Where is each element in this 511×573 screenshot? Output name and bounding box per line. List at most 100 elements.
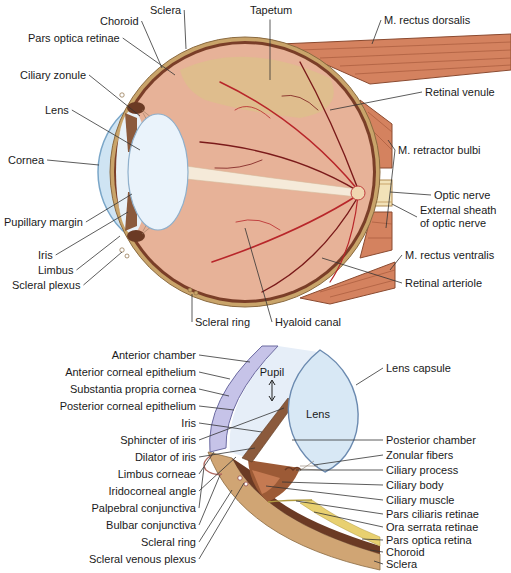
part-label: Retinal arteriole (405, 277, 482, 290)
part-label: Scleral venous plexus (89, 553, 196, 566)
leader-line (296, 470, 383, 471)
part-label: Scleral ring (195, 316, 250, 329)
part-label: External sheath of optic nerve (420, 204, 508, 230)
part-label: Posterior corneal epithelium (60, 400, 196, 413)
scleral-plexus (120, 93, 129, 258)
ciliary-body (248, 460, 300, 502)
part-label: Retinal venule (425, 86, 495, 99)
leader-line (390, 255, 402, 270)
part-label: Iris (38, 249, 53, 262)
leader-line (388, 140, 395, 150)
leader-line (72, 110, 140, 150)
part-label: Pupil (260, 366, 284, 379)
part-label: Iris (181, 417, 196, 430)
leader-line (245, 228, 272, 322)
leader-line (392, 204, 417, 217)
leader-line (86, 194, 132, 222)
ciliary-body (127, 230, 145, 242)
leader-line (199, 448, 255, 457)
retinal-vessel (200, 62, 358, 292)
part-label: Pars optica retina (386, 534, 472, 547)
hyaloid-canal (186, 166, 358, 197)
leader-line (199, 355, 250, 362)
leader-line (76, 236, 120, 270)
part-label: Lens capsule (386, 362, 451, 375)
leader-line (282, 482, 383, 485)
part-label: Pars ciliaris retinae (386, 508, 479, 521)
part-label: Zonular fibers (386, 449, 453, 462)
part-label: Pupillary margin (4, 216, 83, 229)
part-label: Pars optica retinae (28, 32, 120, 45)
leader-line (199, 452, 214, 474)
part-label: Optic nerve (434, 189, 490, 202)
leader-line (314, 512, 383, 527)
part-label: Anterior chamber (112, 349, 196, 362)
lens (128, 114, 188, 230)
choroid (114, 41, 376, 303)
part-label: Ciliary body (386, 479, 443, 492)
part-label: Scleral ring (141, 536, 196, 549)
leader-line (322, 258, 402, 283)
part-label: Choroid (386, 546, 425, 559)
choroid (232, 458, 380, 554)
leader-line (330, 92, 422, 110)
leader-line (386, 150, 395, 228)
part-label: Scleral plexus (12, 279, 80, 292)
part-label: Limbus corneae (118, 468, 196, 481)
leader-line (199, 423, 262, 432)
part-label: Posterior chamber (386, 434, 476, 447)
part-label: Dilator of iris (135, 451, 196, 464)
part-label: M. retractor bulbi (398, 144, 481, 157)
lens (288, 350, 358, 472)
part-label: Limbus (38, 264, 73, 277)
scleral-ring (188, 288, 198, 295)
leader-line (370, 550, 383, 552)
part-label: Anterior corneal epithelium (65, 366, 196, 379)
leader-line (47, 160, 99, 165)
sclera (110, 37, 380, 307)
part-label: Choroid (100, 15, 139, 28)
leader-line (199, 475, 220, 525)
leader-line (192, 294, 193, 322)
leader-line (199, 372, 230, 379)
pupil-arrow (269, 380, 275, 401)
leader-line (292, 440, 383, 441)
leader-line (199, 490, 232, 542)
leader-line (314, 455, 383, 465)
ciliary-muscle (252, 470, 280, 494)
leader-line (296, 501, 383, 514)
leader-line (266, 486, 383, 500)
leader-line (199, 406, 234, 410)
part-label: Tapetum (250, 4, 292, 17)
part-label: Lens (306, 408, 330, 421)
part-label: Ora serrata retinae (386, 521, 478, 534)
leader-line (184, 10, 186, 49)
part-label: Sclera (150, 4, 181, 17)
part-label: Ciliary zonule (20, 69, 86, 82)
part-label: M. rectus ventralis (405, 249, 494, 262)
optic-disc (351, 186, 365, 200)
part-label: Substantia propria cornea (70, 383, 196, 396)
part-label: Bulbar conjunctiva (106, 519, 196, 532)
conjunctiva (204, 455, 222, 475)
part-label: Cornea (8, 154, 44, 167)
tapetum (180, 57, 334, 118)
leader-line (199, 389, 229, 396)
leader-line (199, 467, 204, 508)
leader-line (199, 457, 236, 491)
part-label: M. rectus dorsalis (384, 14, 470, 27)
leader-line (89, 75, 140, 116)
leader-line (356, 368, 383, 385)
part-label: Sclera (386, 558, 417, 571)
leader-line (83, 252, 122, 285)
leader-line (199, 483, 244, 559)
part-label: Palpebral conjunctiva (91, 502, 196, 515)
leader-line (374, 561, 383, 564)
leader-line (123, 38, 175, 75)
leader-line (270, 20, 271, 81)
leader-line (142, 21, 162, 68)
part-label: Sphincter of iris (120, 434, 196, 447)
part-label: Lens (45, 104, 69, 117)
pars-ciliaris (268, 500, 312, 502)
leader-line (199, 408, 284, 440)
